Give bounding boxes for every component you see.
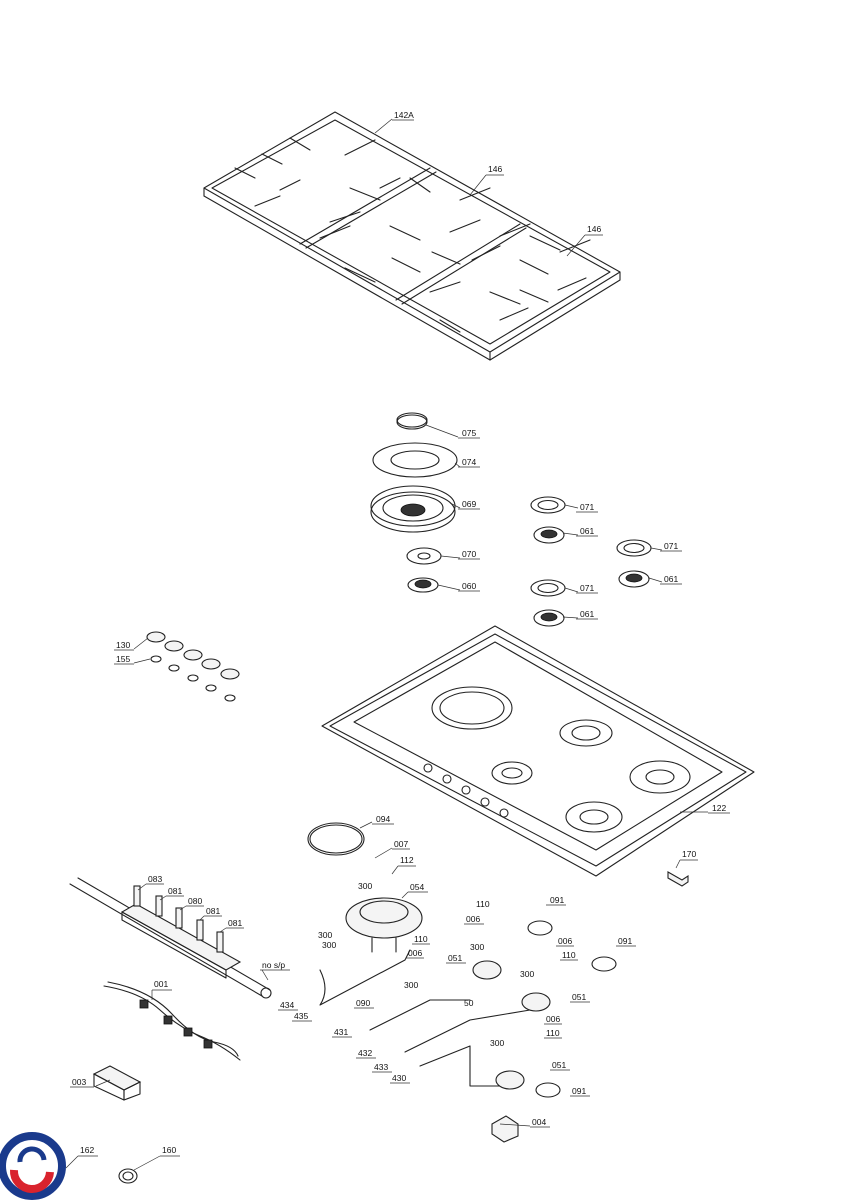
label-051-a: 051 — [448, 953, 462, 963]
aux-burner-bodies — [472, 960, 551, 1090]
label-069: 069 — [462, 499, 476, 509]
label-110-a: 110 — [476, 899, 490, 909]
label-300-g: 300 — [490, 1038, 504, 1048]
label-300-c: 300 — [322, 940, 336, 950]
label-007: 007 — [394, 839, 408, 849]
spark-generator-003 — [92, 1065, 142, 1101]
label-090: 090 — [356, 998, 370, 1008]
label-110-d: 110 — [546, 1028, 560, 1038]
label-071-b: 071 — [664, 541, 678, 551]
label-051-b: 051 — [572, 992, 586, 1002]
label-no-sp: no s/p — [262, 960, 285, 970]
label-071-a: 071 — [580, 502, 594, 512]
washer-160 — [118, 1168, 138, 1184]
label-070: 070 — [462, 549, 476, 559]
label-083: 083 — [148, 874, 162, 884]
ignition-harness-001 — [103, 981, 241, 1061]
label-160: 160 — [162, 1145, 176, 1155]
label-006-d: 006 — [546, 1014, 560, 1024]
label-091-b: 091 — [618, 936, 632, 946]
label-162: 162 — [80, 1145, 94, 1155]
label-432: 432 — [358, 1048, 372, 1058]
seal-094 — [307, 822, 365, 856]
label-433: 433 — [374, 1062, 388, 1072]
label-300-f: 300 — [404, 980, 418, 990]
label-300-b: 300 — [318, 930, 332, 940]
label-071-c: 071 — [580, 583, 594, 593]
gas-pipes — [319, 949, 531, 1087]
label-001: 001 — [154, 979, 168, 989]
label-146-a: 146 — [488, 164, 502, 174]
label-300-a: 300 — [358, 881, 372, 891]
label-061-a: 061 — [580, 526, 594, 536]
wok-burner-parts — [370, 412, 458, 593]
label-006-a: 006 — [466, 914, 480, 924]
label-091-c: 091 — [572, 1086, 586, 1096]
pan-support-grids — [203, 111, 621, 361]
label-110-b: 110 — [414, 934, 428, 944]
gas-rail-assembly — [69, 877, 272, 999]
label-110-c: 110 — [562, 950, 576, 960]
label-146-b: 146 — [587, 224, 601, 234]
label-003: 003 — [72, 1077, 86, 1087]
label-112: 112 — [400, 855, 414, 865]
callout-labels: 142A 146 146 075 074 069 070 060 071 061… — [70, 110, 730, 1157]
label-004: 004 — [532, 1117, 546, 1127]
label-061-c: 061 — [580, 609, 594, 619]
label-50: 50 — [464, 998, 474, 1008]
label-300-d: 300 — [470, 942, 484, 952]
label-094: 094 — [376, 814, 390, 824]
thermocouple-rings-091 — [527, 920, 617, 1098]
label-081-a: 081 — [168, 886, 182, 896]
control-knobs — [146, 631, 240, 702]
spares-logo-icon — [0, 1132, 66, 1200]
label-061-b: 061 — [664, 574, 678, 584]
label-434: 434 — [280, 1000, 294, 1010]
wok-burner-body-054 — [345, 897, 423, 953]
label-300-e: 300 — [520, 969, 534, 979]
label-006-b: 006 — [408, 948, 422, 958]
label-435: 435 — [294, 1011, 308, 1021]
label-081-c: 081 — [228, 918, 242, 928]
label-075: 075 — [462, 428, 476, 438]
label-430: 430 — [392, 1073, 406, 1083]
label-051-c: 051 — [552, 1060, 566, 1070]
label-431: 431 — [334, 1027, 348, 1037]
label-130: 130 — [116, 640, 130, 650]
label-081-b: 081 — [206, 906, 220, 916]
auxiliary-burner-parts — [530, 496, 652, 627]
label-054: 054 — [410, 882, 424, 892]
callout-leaders — [65, 118, 708, 1171]
hob-top-plate — [321, 625, 755, 877]
valve-004 — [491, 1115, 519, 1143]
label-074: 074 — [462, 457, 476, 467]
label-060: 060 — [462, 581, 476, 591]
label-122: 122 — [712, 803, 726, 813]
label-170: 170 — [682, 849, 696, 859]
label-091-a: 091 — [550, 895, 564, 905]
label-006-c: 006 — [558, 936, 572, 946]
label-080: 080 — [188, 896, 202, 906]
label-142A: 142A — [394, 110, 414, 120]
label-155: 155 — [116, 654, 130, 664]
bracket-170 — [667, 871, 689, 887]
